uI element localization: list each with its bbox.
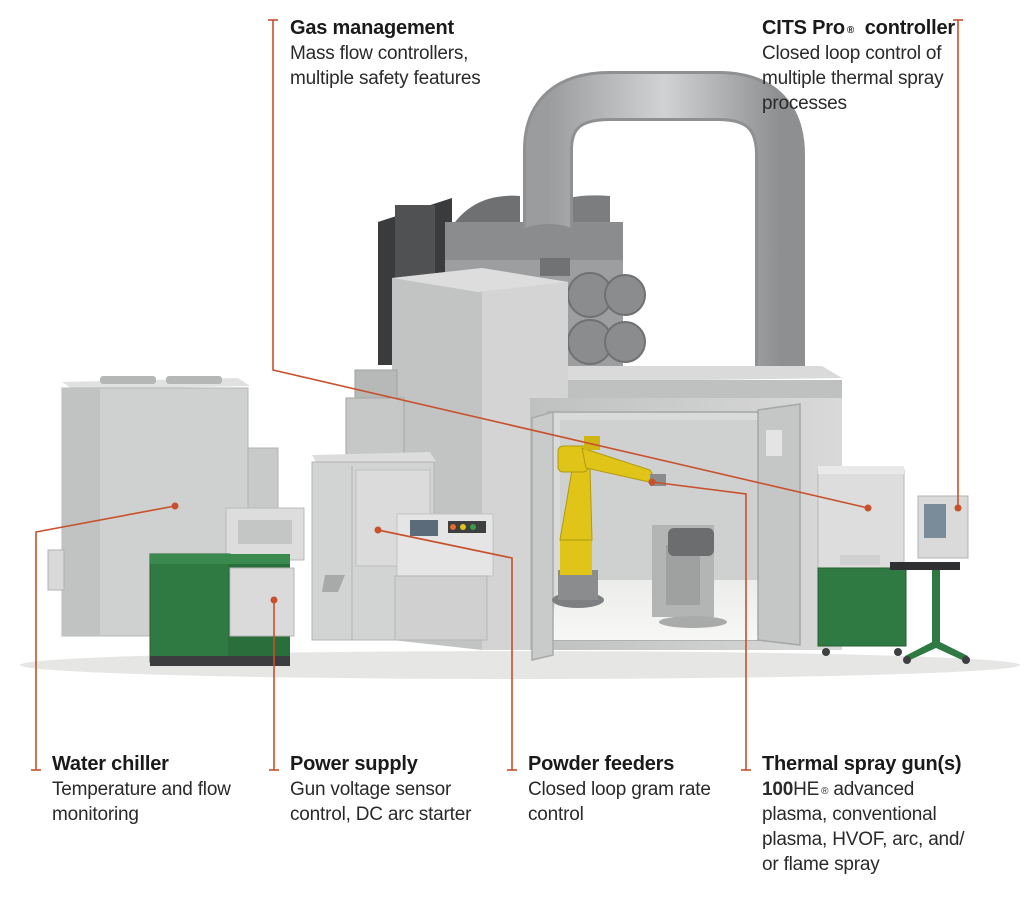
cits-controller-station [817, 466, 970, 664]
callout-power-title: Power supply [290, 753, 418, 775]
callout-water-title: Water chiller [52, 753, 169, 775]
callout-cits-pro-controller: CITS Pro® controller Closed loop control… [762, 16, 955, 116]
yellow-robot [552, 436, 666, 608]
callout-gas-title: Gas management [290, 17, 454, 39]
leader-water [35, 505, 176, 770]
callout-water-chiller: Water chiller Temperature and flow monit… [52, 752, 231, 827]
callout-gas-management: Gas management Mass flow controllers, mu… [290, 16, 481, 91]
callout-power-desc: Gun voltage sensor control, DC arc start… [290, 779, 472, 825]
exhaust-duct [522, 71, 805, 372]
callout-gun-title: Thermal spray gun(s) [762, 753, 962, 775]
callout-water-desc: Temperature and flow monitoring [52, 779, 231, 825]
callout-powder-desc: Closed loop gram rate control [528, 779, 711, 825]
callout-powder-title: Powder feeders [528, 753, 675, 775]
turntable-fixture [652, 525, 727, 628]
wall-control-box [345, 369, 405, 457]
leader-dots [171, 478, 962, 604]
callout-cits-title: CITS Pro® controller [762, 17, 955, 39]
callout-power-supply: Power supply Gun voltage sensor control,… [290, 752, 471, 827]
power-supply-cabinet [311, 452, 436, 641]
leader-gun [651, 481, 747, 770]
callout-thermal-spray-gun: Thermal spray gun(s) 100HE® advanced pla… [762, 752, 965, 877]
powder-feeder [394, 513, 494, 641]
callout-gun-model-line: 100HE® advanced [762, 779, 915, 800]
green-chiller-base [149, 507, 305, 666]
callout-gas-desc: Mass flow controllers, multiple safety f… [290, 43, 481, 89]
leader-powder [377, 529, 513, 770]
leader-gas [272, 20, 869, 509]
callout-cits-desc: Closed loop control of multiple thermal … [762, 43, 944, 114]
callout-gun-desc: 100HE® advanced plasma, conventional pla… [762, 779, 965, 875]
leader-lines [31, 19, 963, 771]
callout-powder-feeders: Powder feeders Closed loop gram rate con… [528, 752, 711, 827]
